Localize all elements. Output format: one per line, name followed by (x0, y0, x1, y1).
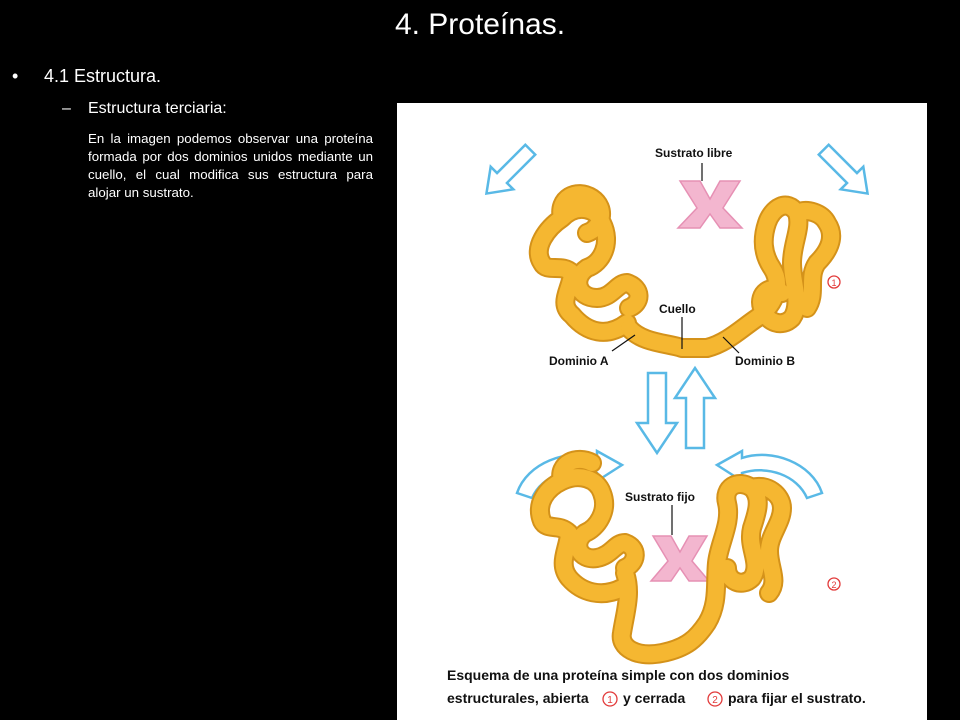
marker-1-icon: 1 (827, 275, 841, 289)
svg-text:2: 2 (831, 580, 836, 590)
svg-text:2: 2 (712, 695, 718, 706)
caption-line2: estructurales, abierta (447, 690, 589, 706)
arrow-top-right-icon (816, 142, 870, 196)
arrow-up-icon (673, 366, 717, 450)
label-fixed-substrate: Sustrato fijo (625, 490, 695, 504)
free-substrate-x-icon (676, 180, 744, 229)
fixed-substrate-x-icon (649, 535, 711, 582)
svg-text:1: 1 (831, 278, 836, 288)
label-domain-a: Dominio A (549, 354, 609, 368)
curved-arrow-right-icon (714, 448, 824, 500)
bullet-level1: • 4.1 Estructura. (12, 66, 161, 87)
bullet-level2: –Estructura terciaria: (62, 100, 227, 118)
caption-marker-1-icon: 1 (602, 691, 618, 707)
caption-marker-2-icon: 2 (707, 691, 723, 707)
slide-title: 4. Proteínas. (394, 8, 566, 41)
bullet-level1-text: 4.1 Estructura. (44, 66, 162, 86)
caption-purpose: para fijar el sustrato. (728, 690, 866, 706)
caption-line1: Esquema de una proteína simple con dos d… (447, 667, 789, 683)
caption-open: estructurales, abierta (447, 690, 589, 706)
bullet-dash: – (62, 100, 71, 117)
bullet-dot: • (12, 66, 19, 86)
marker-2-icon: 2 (827, 577, 841, 591)
protein-figure: Sustrato libre Cuello Dominio A Dominio … (397, 103, 927, 720)
label-domain-b: Dominio B (735, 354, 795, 368)
protein-diagram: Sustrato libre Cuello Dominio A Dominio … (447, 142, 870, 707)
label-free-substrate: Sustrato libre (655, 146, 733, 160)
arrow-top-left-icon (484, 142, 538, 196)
protein-closed (530, 449, 792, 665)
body-paragraph: En la imagen podemos observar una proteí… (88, 131, 373, 200)
label-neck: Cuello (659, 302, 696, 316)
svg-text:1: 1 (607, 695, 613, 706)
bullet-level2-text: Estructura terciaria: (88, 100, 227, 117)
protein-open (528, 184, 842, 358)
caption-closed: y cerrada (623, 690, 685, 706)
arrow-down-icon (635, 371, 679, 455)
